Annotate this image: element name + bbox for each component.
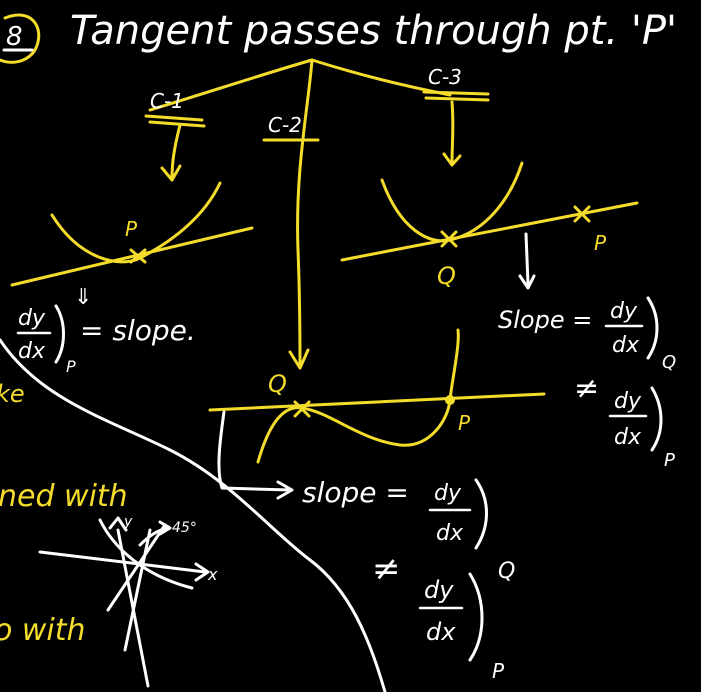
case1-numerator: dy	[18, 306, 46, 331]
case1-denominator: dx	[18, 339, 46, 364]
small-graph-y-label: y	[123, 514, 133, 530]
case3-numerator: dy	[610, 299, 638, 324]
case2-point-p-dot	[445, 395, 455, 405]
case2-point-q-mark	[293, 400, 311, 418]
branch-to-c1	[148, 58, 314, 112]
case-1-label: C-1	[150, 89, 184, 113]
case2-lhs: slope =	[302, 476, 409, 509]
case3-paren	[646, 296, 659, 360]
case2-connector-arrow	[217, 410, 294, 500]
case2-tangent	[208, 392, 546, 412]
case3-point-q-mark	[440, 230, 458, 248]
case2-paren2	[468, 572, 484, 662]
small-graph-x-label: x	[207, 565, 218, 584]
case1-tangent	[10, 226, 254, 287]
case2-subscript2: P	[492, 659, 505, 683]
case1-rhs: = slope.	[80, 314, 196, 347]
arrow-c3-down	[442, 100, 462, 167]
title-number: 8	[6, 22, 23, 52]
case1-paren	[54, 304, 65, 364]
case3-paren2	[650, 386, 663, 452]
case2-subscript: Q	[498, 559, 515, 584]
case3-arrow-down	[518, 232, 536, 290]
case2-paren	[474, 478, 488, 550]
case-1-underline	[144, 114, 206, 128]
case3-subscript: Q	[662, 352, 676, 373]
case2-point-p-label: P	[458, 411, 471, 435]
case2-denominator: dx	[436, 521, 464, 546]
case1-subscript: P	[66, 357, 76, 376]
case-2-label: C-2	[268, 113, 302, 137]
case3-denominator2: dx	[614, 425, 642, 450]
arrow-c1-down	[160, 123, 182, 182]
case3-point-q-label: Q	[437, 262, 456, 290]
left-fragment-1: ke	[0, 380, 25, 408]
small-graph-line-2	[123, 528, 152, 652]
small-graph-angle: 45°	[172, 520, 197, 536]
case2-denominator2: dx	[426, 618, 456, 646]
case-3-label: C-3	[428, 65, 462, 89]
case3-numerator2: dy	[614, 389, 642, 414]
case3-and-symbol: ≠	[574, 371, 599, 406]
case2-point-q-label: Q	[268, 370, 287, 398]
case3-lhs: Slope =	[498, 306, 592, 334]
case3-denominator: dx	[612, 333, 640, 358]
case1-arrow: ⇓	[74, 285, 92, 310]
case2-curve	[256, 328, 460, 464]
case2-numerator: dy	[434, 481, 462, 506]
case1-point-p-label: P	[125, 217, 138, 241]
small-graph-x-axis	[38, 550, 210, 582]
case3-point-p-label: P	[594, 231, 607, 255]
case3-point-p-mark	[573, 205, 591, 223]
left-fragment-2: ned with	[0, 479, 128, 514]
title-text: Tangent passes through pt. 'P'	[70, 8, 677, 54]
arrow-c2-head	[288, 348, 310, 370]
case2-numerator2: dy	[424, 576, 454, 604]
small-graph-angle-arc	[138, 520, 172, 547]
case1-point-p-mark	[129, 248, 147, 264]
case3-tangent	[340, 201, 639, 262]
title-number-circle	[0, 13, 41, 64]
case2-and-symbol: ≠	[372, 549, 401, 589]
case-3-underline	[422, 90, 490, 102]
left-fragment-3: o with	[0, 613, 86, 648]
branch-to-c2	[296, 58, 314, 367]
case3-subscript2: P	[664, 450, 675, 471]
region-divider-curve	[0, 338, 387, 692]
small-graph-line-3	[106, 523, 167, 612]
